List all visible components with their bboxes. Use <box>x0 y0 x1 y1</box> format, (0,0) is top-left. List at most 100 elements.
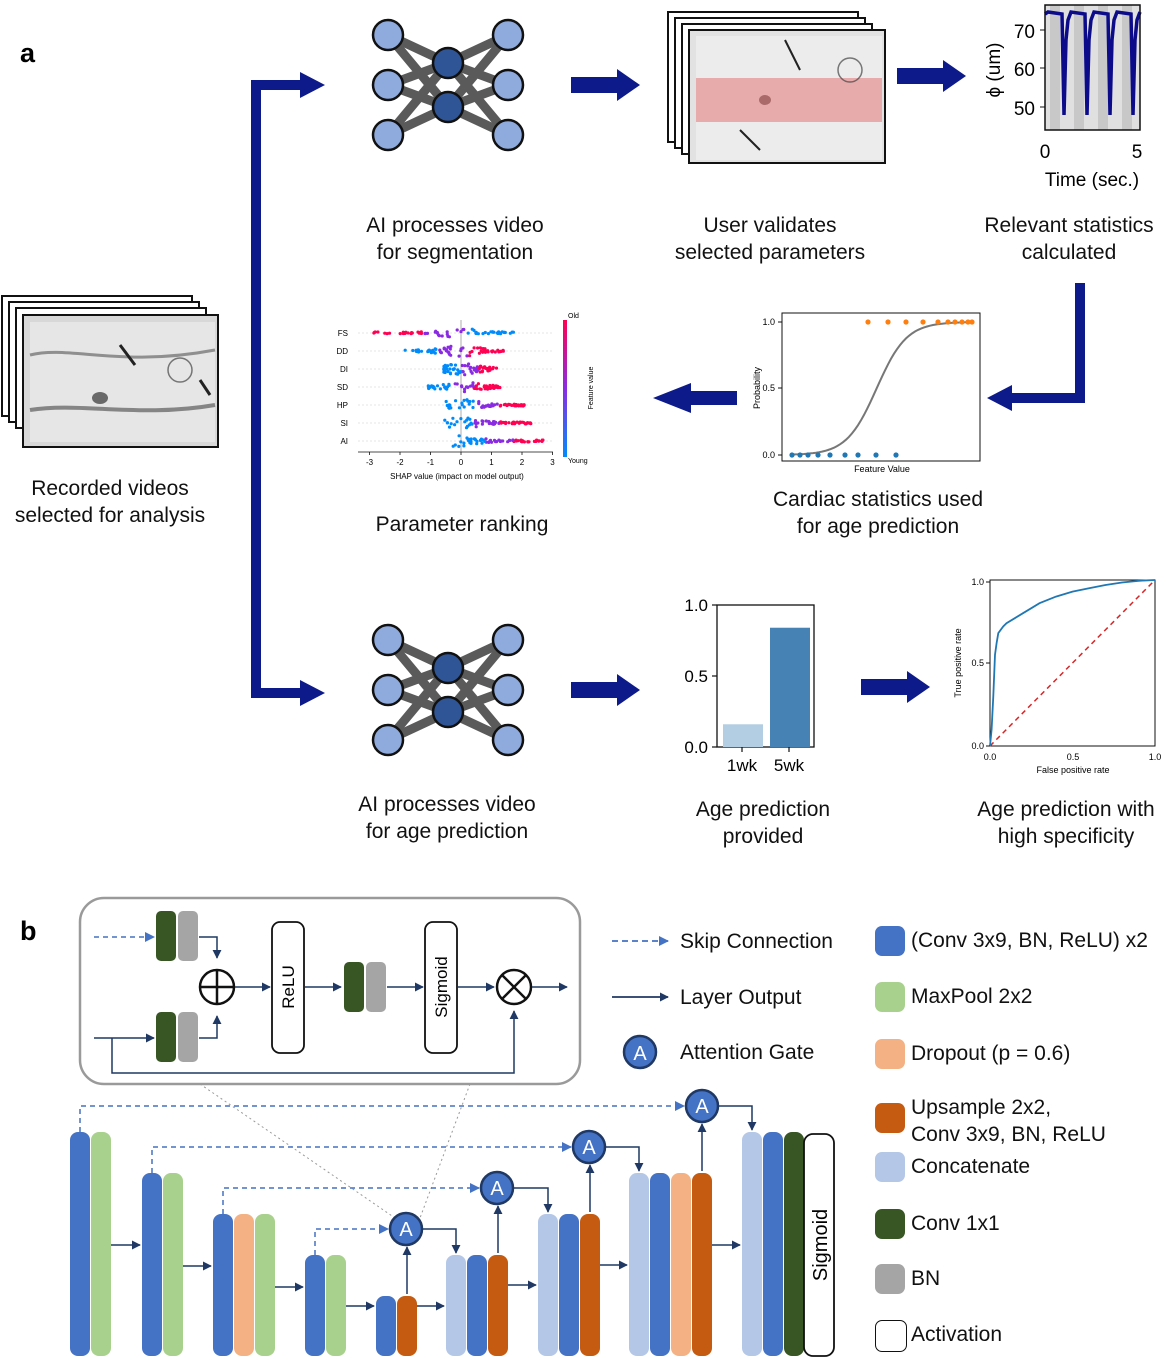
roc-ytick: 0.5 <box>971 658 984 668</box>
shap-point <box>480 419 484 423</box>
shap-feature-label: SD <box>337 383 348 392</box>
shap-point <box>465 398 469 402</box>
bar-5wk <box>770 627 810 747</box>
caption-line: Recorded videos <box>31 477 189 500</box>
legend-swatch <box>875 1103 905 1133</box>
shap-point <box>486 332 490 336</box>
shap-point <box>493 350 497 354</box>
caption-ai-segmentation: AI processes video for segmentation <box>340 212 570 266</box>
shap-point <box>476 346 480 350</box>
shap-point <box>514 438 518 442</box>
dec2-up <box>580 1214 600 1356</box>
logit-point-old <box>952 319 958 325</box>
layer-output-arrow <box>422 1228 461 1254</box>
nn-node <box>491 673 525 707</box>
shap-point <box>453 423 457 427</box>
shap-point <box>465 418 469 422</box>
attention-gate-symbol <box>622 1034 658 1070</box>
caption-user-validates: User validates selected parameters <box>655 212 885 266</box>
shap-point <box>403 348 407 352</box>
skip-connection <box>222 1183 480 1214</box>
caption-line: Age prediction with <box>977 798 1155 821</box>
shap-point <box>518 420 522 424</box>
shap-point <box>479 438 483 442</box>
arrow-to-seg-net <box>300 72 325 98</box>
shap-point <box>457 354 461 358</box>
shap-point <box>445 367 449 371</box>
shap-point <box>443 385 447 389</box>
shap-point <box>467 423 471 427</box>
logit-point-young <box>873 452 879 458</box>
shap-point <box>487 385 491 389</box>
attention-gate-letter: A <box>490 1178 504 1200</box>
dec3-conv <box>650 1173 670 1356</box>
shap-point <box>462 390 467 394</box>
panel-b-label: b <box>20 916 37 946</box>
caption-recorded-videos: Recorded videos selected for analysis <box>0 475 220 529</box>
shap-point <box>540 439 544 443</box>
legend-label: Activation <box>911 1323 1003 1346</box>
shap-point <box>480 370 484 374</box>
diam-stripe <box>1074 5 1084 130</box>
shap-point <box>398 332 402 336</box>
arrow-cardiac-to-ranking <box>653 383 737 413</box>
layer-output-arrow <box>718 1105 757 1131</box>
shap-point <box>426 384 430 388</box>
roc-xlabel: False positive rate <box>1036 765 1109 775</box>
shap-point <box>497 385 502 389</box>
shap-point <box>472 346 476 350</box>
dec4-cat <box>742 1132 762 1356</box>
shap-point <box>496 348 500 352</box>
logit-point-old <box>945 319 951 325</box>
diameter-time-plot: 70 60 50 0 5 Time (sec.) ϕ (um) <box>984 4 1142 191</box>
nn-node <box>491 68 525 102</box>
shap-point <box>474 422 478 426</box>
shap-point <box>495 440 499 444</box>
shap-point <box>476 368 480 372</box>
shap-point <box>460 385 464 389</box>
arrow-seg-to-validate <box>571 69 640 101</box>
shap-point <box>474 425 478 429</box>
shap-point <box>510 403 514 407</box>
shap-point <box>451 367 455 372</box>
legend-swatch <box>875 926 905 956</box>
shap-point <box>445 330 449 334</box>
nn-node <box>431 651 465 685</box>
caption-ai-age-prediction: AI processes video for age prediction <box>332 791 562 845</box>
caption-line: for age prediction <box>796 515 960 538</box>
shap-point <box>524 422 528 426</box>
shap-feature-label: DI <box>340 365 348 374</box>
logit-point-old <box>935 319 941 325</box>
shap-point <box>482 405 486 409</box>
legend-skip-connection: Skip Connection <box>680 930 833 953</box>
shap-point <box>423 332 427 336</box>
legend-swatch <box>875 1264 905 1294</box>
roc-curve-plot: 1.0 0.5 0.0 0.0 0.5 1.0 False positive r… <box>953 577 1161 775</box>
shap-point <box>468 367 472 371</box>
shap-point <box>468 399 472 404</box>
shap-point <box>467 402 471 406</box>
shap-point <box>448 347 452 351</box>
shap-point <box>449 363 453 367</box>
shap-point <box>437 334 441 338</box>
shap-point <box>444 349 448 353</box>
dec1-conv <box>467 1255 487 1356</box>
shap-point <box>416 330 420 334</box>
shap-point <box>475 387 479 391</box>
shap-point <box>459 349 463 353</box>
shap-point <box>478 365 482 369</box>
caption-line: Age prediction <box>695 798 831 821</box>
dec3-cat <box>629 1173 649 1356</box>
nn-node <box>371 68 405 102</box>
shap-point <box>510 330 514 334</box>
legend-swatch <box>875 1320 907 1352</box>
bar-ytick-label: 0.5 <box>684 667 708 686</box>
shap-point <box>494 366 499 370</box>
shap-point <box>456 368 460 372</box>
shap-point <box>447 406 451 410</box>
shap-point <box>491 404 495 408</box>
shap-point <box>457 444 461 448</box>
shap-point <box>376 330 380 334</box>
